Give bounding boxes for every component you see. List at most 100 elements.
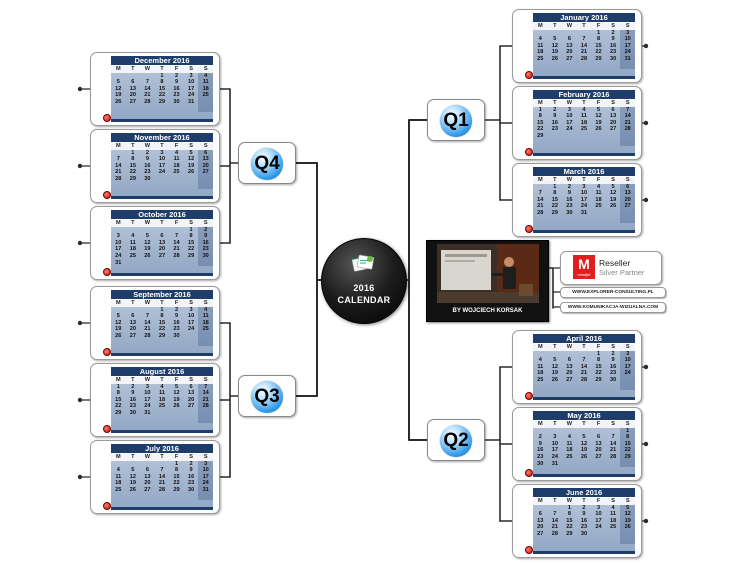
weekday-header: T	[154, 377, 170, 384]
collapse-handle[interactable]	[77, 397, 83, 403]
weekday-header: F	[591, 100, 606, 107]
weekday-header: M	[533, 344, 548, 351]
day-cell: 23	[537, 453, 544, 460]
day-cell: 27	[620, 203, 635, 210]
weekday-header: F	[169, 377, 184, 384]
collapse-handle[interactable]	[643, 120, 649, 126]
day-cell: 22	[173, 480, 180, 487]
month-footer-bar	[533, 76, 635, 79]
quarter-node-q1[interactable]: Q1	[427, 99, 485, 141]
day-cell: 4	[582, 106, 586, 113]
day-cell: 2	[145, 149, 149, 156]
weekday-header: T	[154, 454, 170, 461]
day-cell: 9	[553, 113, 557, 120]
day-cell: 3	[145, 383, 149, 390]
day-cell: 18	[580, 119, 588, 126]
weekday-header: F	[591, 421, 606, 428]
day-cell: 9	[611, 36, 615, 43]
author-node[interactable]: BY WOJCIECH KORSAK	[426, 240, 549, 322]
collapse-handle[interactable]	[643, 441, 649, 447]
weekday-header: S	[198, 143, 213, 150]
reseller-badge[interactable]: M mindjet Reseller Silver Partner	[560, 251, 662, 285]
empty-cell	[169, 260, 184, 267]
month-footer-bar	[533, 551, 635, 554]
month-footer-bar	[111, 430, 213, 433]
day-cell: 2	[553, 106, 557, 113]
empty-cell	[591, 428, 606, 435]
month-title: July 2016	[111, 444, 213, 453]
empty-cell	[606, 384, 621, 391]
quarter-node-q3[interactable]: Q3	[238, 375, 296, 417]
month-title: April 2016	[533, 334, 635, 343]
empty-cell	[591, 538, 606, 545]
empty-cell	[533, 30, 548, 37]
day-cell: 6	[198, 149, 213, 157]
day-cell: 6	[131, 79, 135, 86]
empty-cell	[533, 140, 548, 147]
empty-cell	[155, 340, 170, 347]
collapse-handle[interactable]	[77, 320, 83, 326]
day-cell: 2	[189, 460, 193, 467]
quarter-node-q4[interactable]: Q4	[238, 142, 296, 184]
empty-cell	[126, 307, 141, 314]
day-cell: 12	[115, 319, 122, 326]
day-cell: 16	[551, 119, 558, 126]
day-cell: 10	[620, 36, 635, 43]
weekday-header: T	[576, 177, 592, 184]
day-cell: 3	[116, 233, 120, 240]
day-cell: 14	[158, 473, 166, 480]
empty-cell	[562, 538, 577, 545]
empty-cell	[198, 416, 213, 424]
day-cell: 6	[620, 183, 635, 191]
day-cell: 14	[537, 196, 544, 203]
day-cell: 1	[160, 306, 164, 313]
collapse-handle[interactable]	[643, 518, 649, 524]
month-footer-bar	[111, 119, 213, 122]
day-cell: 20	[158, 246, 166, 253]
collapse-handle[interactable]	[77, 163, 83, 169]
quarter-node-q2[interactable]: Q2	[427, 419, 485, 461]
day-cell: 11	[595, 190, 602, 197]
day-cell: 7	[145, 79, 149, 86]
central-topic[interactable]: 2016 CALENDAR	[321, 238, 407, 324]
month-title: March 2016	[533, 167, 635, 176]
collapse-handle[interactable]	[643, 197, 649, 203]
day-cell: 28	[551, 530, 558, 537]
day-cell: 5	[553, 36, 557, 43]
presenter-photo	[437, 244, 539, 303]
day-cell: 6	[538, 511, 542, 518]
day-cell: 13	[609, 113, 617, 120]
day-cell: 27	[609, 126, 617, 133]
website-link-2[interactable]: WWW.KOMUNIKACJA-WIZUALNA.COM	[560, 302, 666, 313]
day-cell: 22	[551, 203, 558, 210]
collapse-handle[interactable]	[643, 364, 649, 370]
collapse-handle[interactable]	[77, 86, 83, 92]
day-cell: 23	[551, 126, 558, 133]
day-cell: 12	[551, 363, 558, 370]
empty-cell	[562, 217, 577, 224]
day-cell: 29	[158, 98, 166, 105]
day-cell: 25	[537, 376, 544, 383]
website-link-1[interactable]: WWW.EXPLORER-CONSULTING.PL	[560, 287, 666, 298]
collapse-handle[interactable]	[77, 240, 83, 246]
empty-cell	[140, 260, 155, 267]
collapse-handle[interactable]	[77, 474, 83, 480]
day-cell: 17	[620, 42, 635, 50]
empty-cell	[155, 183, 170, 190]
day-cell: 4	[538, 36, 542, 43]
collapse-handle[interactable]	[643, 43, 649, 49]
day-cell: 28	[144, 332, 151, 339]
day-cell: 30	[609, 55, 617, 62]
